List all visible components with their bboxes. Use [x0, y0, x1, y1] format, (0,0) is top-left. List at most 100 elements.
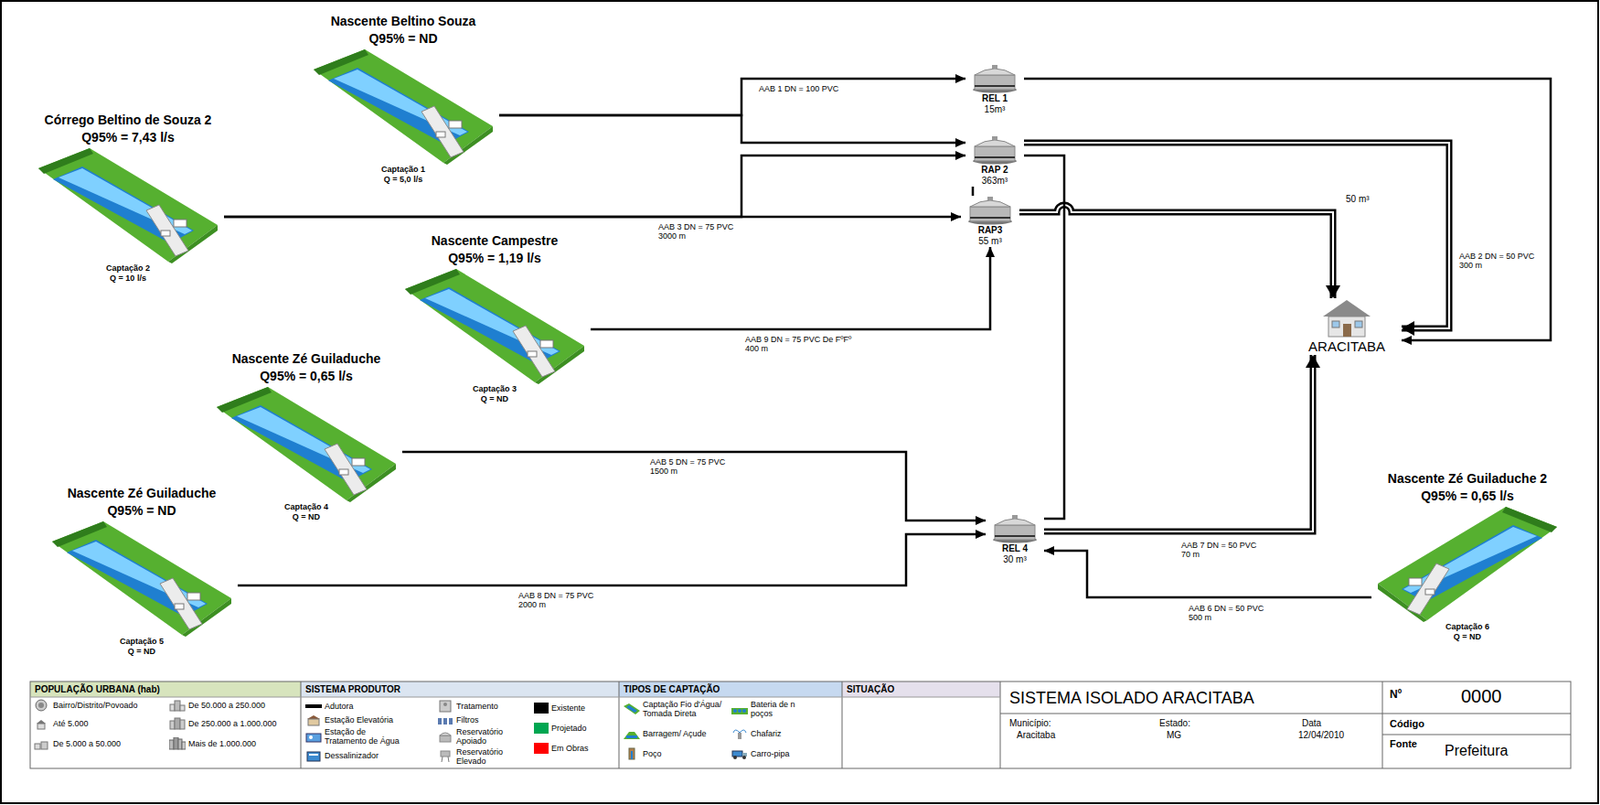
pipeline [1024, 142, 1450, 336]
intake-caption: Q = ND [292, 512, 320, 523]
arrowhead [950, 212, 961, 222]
house-icon [1321, 298, 1373, 339]
title-block-text: Aracitaba [1016, 729, 1056, 741]
legend-item: Estação Elevatória [305, 713, 394, 726]
legend-icon [437, 713, 454, 726]
pipe-spec: AAB 1 DN = 100 PVC [758, 84, 842, 94]
reservoir-name: RAP3 [978, 224, 1003, 236]
pipeline [1024, 155, 1065, 519]
legend-swatch [533, 742, 549, 754]
legend-item: Bairro/Distrito/Povoado [33, 698, 139, 712]
legend-item: Mais de 1.000.000 [169, 736, 256, 750]
reservoir: REL 115m³ [965, 64, 1024, 116]
reservoir-name: REL 4 [1002, 543, 1028, 555]
water-intake: Nascente CampestreQ95% = 1,19 l/sCaptaçã… [398, 232, 591, 405]
legend-icon [305, 729, 322, 743]
legend-text: De 5.000 a 50.000 [53, 738, 121, 748]
legend-text: Bateria de n poços [750, 699, 811, 718]
source-heading: Nascente Zé Guiladuche [232, 350, 382, 368]
intake-caption: Q = 10 l/s [109, 273, 147, 284]
pipe-spec: AAB 7 DN = 50 PVC 70 m [1181, 540, 1264, 559]
legend-heading: TIPOS DE CAPTAÇÃO [623, 683, 720, 695]
legend-item: Até 5.000 [33, 716, 89, 730]
title-block-text: Código [1389, 717, 1425, 730]
arrowhead [1305, 354, 1321, 368]
intake-illustration [403, 266, 587, 384]
arrowhead [1044, 545, 1055, 555]
legend-swatch [533, 702, 549, 714]
legend-icon [437, 729, 454, 743]
source-heading: Nascente Zé Guiladuche [67, 484, 217, 502]
legend-text: Até 5.000 [53, 718, 89, 728]
source-heading: Nascente Beltino Souza [330, 12, 477, 31]
pipeline [1019, 204, 1341, 299]
legend-item: De 50.000 a 250.000 [169, 698, 266, 712]
pipeline [499, 74, 966, 116]
pipeline [1044, 354, 1321, 532]
legend-icon [305, 713, 322, 726]
pipeline [972, 186, 974, 196]
volume-note: 50 m³ [1345, 193, 1370, 205]
legend-icon [305, 699, 322, 713]
title-block-text: SISTEMA ISOLADO ARACITABA [1009, 688, 1255, 707]
legend-text: Mais de 1.000.000 [188, 738, 256, 748]
reservoir-volume: 15m³ [984, 104, 1006, 116]
town-name: ARACITABA [1308, 338, 1386, 355]
intake-caption: Captação 3 [472, 384, 517, 395]
legend-item: Carro-pipa [731, 746, 790, 760]
arrowhead [955, 138, 966, 148]
legend-text: Estação de Tratamento de Água [324, 726, 400, 746]
water-intake: Nascente Zé GuiladucheQ95% = 0,65 l/sCap… [210, 350, 403, 523]
water-intake: Nascente Zé Guiladuche 2Q95% = 0,65 l/sC… [1371, 469, 1564, 642]
legend-icon [33, 736, 51, 750]
legend-text: Projetado [551, 723, 587, 733]
intake-caption: Captação 4 [284, 501, 329, 512]
legend-icon [33, 698, 51, 712]
legend-swatch [533, 722, 549, 734]
legend-icon [33, 716, 51, 730]
legend-item: Captação Fio d'Água/ Tomada Direta [623, 699, 727, 718]
legend-icon [169, 716, 186, 730]
legend-text: Tratamento [456, 701, 499, 711]
legend-item: Reservatório Elevado [437, 746, 521, 766]
title-block-text: Nº [1389, 687, 1402, 701]
pipeline [1044, 545, 1372, 598]
pipeline [402, 451, 986, 525]
pipe-spec: AAB 2 DN = 50 PVC 300 m [1459, 251, 1540, 270]
legend-icon [623, 726, 640, 740]
legend-item: Reservatório Apoiado [437, 726, 521, 746]
legend-icon [169, 698, 186, 712]
arrowhead [955, 74, 966, 84]
arrowhead [1401, 335, 1412, 345]
intake-illustration [311, 47, 495, 165]
legend-item: Estação de Tratamento de Água [305, 726, 400, 746]
water-intake: Córrego Beltino de Souza 2Q95% = 7,43 l/… [32, 111, 224, 284]
pipe-spec: AAB 5 DN = 75 PVC 1500 m [650, 457, 733, 476]
title-block-text: MG [1166, 729, 1182, 741]
legend-text: Existente [551, 703, 586, 713]
intake-caption: Q = ND [480, 394, 509, 405]
legend-text: Bairro/Distrito/Povoado [53, 700, 139, 710]
legend-icon [623, 746, 640, 760]
legend-icon [731, 726, 748, 740]
legend-item: De 5.000 a 50.000 [33, 736, 121, 750]
legend-text: Em Obras [551, 743, 589, 753]
legend-text: Reservatório Elevado [456, 746, 521, 766]
pipe-spec: AAB 8 DN = 75 PVC 2000 m [518, 590, 601, 609]
source-heading: Q95% = ND [106, 501, 176, 520]
legend-text: Adutora [324, 701, 354, 711]
legend-item: De 250.000 a 1.000.000 [169, 716, 278, 730]
legend-text: Carro-pipa [750, 748, 790, 758]
pipeline [237, 529, 986, 586]
pipe-spec: AAB 6 DN = 50 PVC 500 m [1188, 603, 1271, 622]
legend-item: Barragem/ Açude [623, 726, 707, 740]
legend-icon [731, 746, 748, 760]
title-block-text: Data [1301, 717, 1322, 729]
legend-text: Dessalinizador [324, 750, 379, 760]
source-heading: Córrego Beltino de Souza 2 [44, 111, 213, 129]
legend-item: Existente [533, 702, 586, 714]
legend-text: Captação Fio d'Água/ Tomada Direta [642, 699, 727, 718]
legend-text: Reservatório Apoiado [456, 726, 521, 746]
source-heading: Nascente Campestre [431, 232, 559, 250]
